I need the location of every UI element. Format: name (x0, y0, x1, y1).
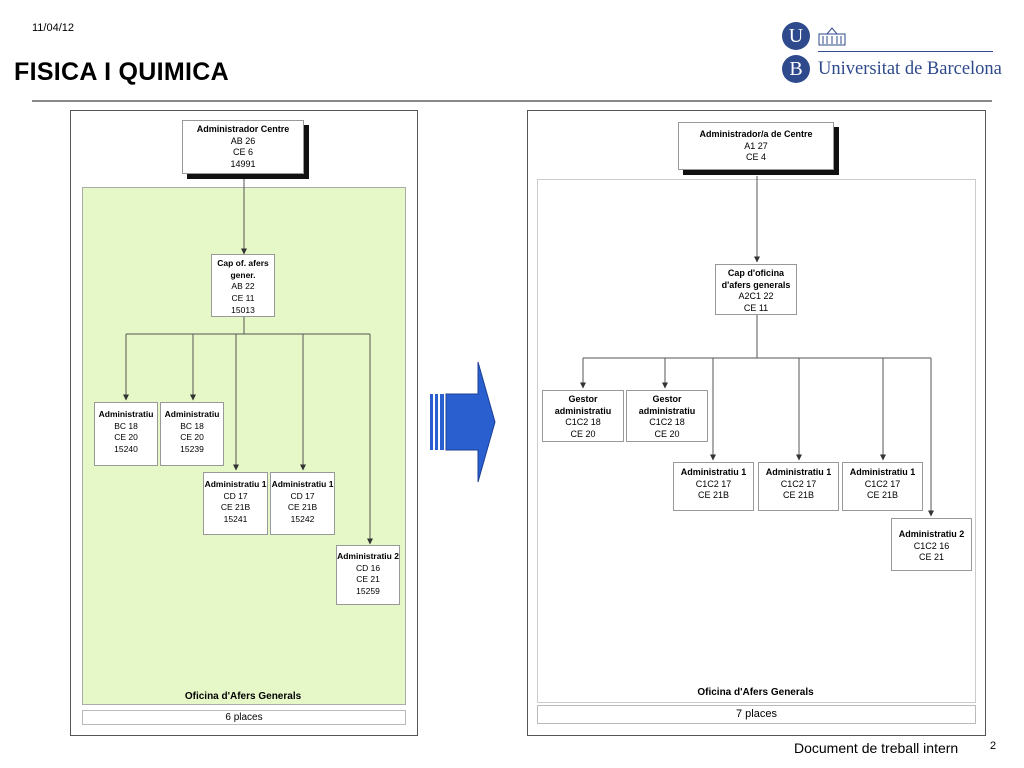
university-logo: U B Universitat de Barcelona (780, 20, 1002, 84)
logo-divider (818, 51, 993, 52)
left-chief-node: Cap of. afers gener. AB 22 CE 11 15013 (211, 254, 275, 317)
node-title: Cap of. afers (217, 258, 269, 268)
node-line: 15013 (231, 304, 255, 315)
date: 11/04/12 (32, 22, 75, 34)
node-title: Administratiu 2 (898, 529, 965, 539)
node-line: C1C2 17 (695, 478, 732, 489)
node-title: Gestor (652, 394, 682, 404)
node-line: BC 18 (180, 420, 204, 431)
logo-wordmark: Universitat de Barcelona (818, 59, 1002, 79)
right-staff-node: Gestor administratiu C1C2 18 CE 20 (542, 390, 624, 442)
node-line: 15239 (180, 444, 204, 455)
node-line: CE 4 (745, 152, 766, 162)
node-line: CE 21B (782, 490, 815, 500)
node-line: BC 18 (114, 420, 138, 431)
node-line: C1C2 16 (913, 540, 950, 551)
node-line: 15240 (114, 444, 138, 455)
node-line: C1C2 18 (565, 417, 601, 427)
node-title: Administratiu 2 (337, 551, 399, 561)
node-title: Administratiu 1 (271, 479, 334, 489)
node-title: d'afers generals (721, 279, 791, 290)
node-line: 14991 (230, 158, 256, 169)
left-staff-node: Administratiu 1 CD 17 CE 21B 15241 (203, 472, 268, 535)
node-line: CE 11 (231, 293, 255, 304)
right-places-box: 7 places (537, 705, 976, 724)
node-line: CE 21 (356, 574, 380, 585)
left-top-node: Administrador Centre AB 26 CE 6 14991 (182, 120, 304, 174)
node-line: CD 17 (223, 490, 248, 501)
page-title: FISICA I QUIMICA (14, 58, 229, 86)
node-title: Administrador Centre (196, 124, 290, 134)
node-line: 15242 (290, 514, 315, 525)
node-line: A1 27 (744, 140, 768, 151)
right-staff-node: Administratiu 2 C1C2 16 CE 21 (891, 518, 972, 571)
node-title: Administrador/a de Centre (699, 129, 813, 139)
node-title: Administratiu 1 (849, 467, 916, 477)
node-line: AB 22 (231, 281, 255, 292)
left-staff-node: Administratiu BC 18 CE 20 15240 (94, 402, 158, 466)
logo-u-emblem: U (782, 22, 810, 50)
node-line: AB 26 (230, 135, 256, 146)
right-chief-node: Cap d'oficina d'afers generals A2C1 22 C… (715, 264, 797, 315)
node-line: CE 21B (866, 490, 899, 500)
right-staff-node: Administratiu 1 C1C2 17 CE 21B (842, 462, 923, 511)
right-arrow-icon (430, 361, 496, 483)
node-title: Gestor (568, 394, 598, 404)
node-line: CD 16 (355, 562, 381, 573)
node-title: Administratiu 1 (204, 479, 267, 489)
logo-b-emblem: B (782, 55, 810, 83)
node-line: CE 21 (918, 552, 944, 562)
node-line: CE 11 (743, 302, 769, 313)
right-top-node: Administrador/a de Centre A1 27 CE 4 (678, 122, 834, 170)
node-line: CE 20 (114, 432, 138, 443)
left-staff-node: Administratiu BC 18 CE 20 15239 (160, 402, 224, 466)
left-staff-node: Administratiu 2 CD 16 CE 21 15259 (336, 545, 400, 605)
left-places-box: 6 places (82, 710, 406, 725)
node-title: Cap d'oficina (727, 268, 785, 278)
node-line: CE 21B (287, 502, 318, 513)
right-staff-node: Administratiu 1 C1C2 17 CE 21B (673, 462, 754, 511)
left-office-caption: Oficina d'Afers Generals (184, 691, 302, 702)
node-line: C1C2 18 (649, 417, 685, 427)
footer-note: Document de treball intern (794, 740, 959, 756)
places-count: 6 places (225, 712, 263, 723)
right-staff-node: Administratiu 1 C1C2 17 CE 21B (758, 462, 839, 511)
node-title: gener. (230, 269, 256, 280)
node-title: Administratiu (164, 409, 220, 419)
node-line: CE 6 (232, 147, 253, 157)
left-staff-node: Administratiu 1 CD 17 CE 21B 15242 (270, 472, 335, 535)
node-line: C1C2 17 (864, 478, 901, 489)
node-title: Administratiu 1 (680, 467, 747, 477)
right-office-caption: Oficina d'Afers Generals (697, 687, 814, 698)
node-title: Administratiu 1 (765, 467, 832, 477)
node-title: administratiu (554, 405, 612, 416)
page-number: 2 (990, 740, 997, 752)
node-line: C1C2 17 (780, 478, 817, 489)
node-line: CE 21B (220, 502, 251, 513)
node-line: CE 20 (570, 428, 596, 439)
university-building-icon (818, 27, 846, 46)
places-count: 7 places (736, 708, 777, 720)
node-line: 15241 (223, 514, 248, 525)
node-line: CE 20 (180, 432, 204, 443)
right-staff-node: Gestor administratiu C1C2 18 CE 20 (626, 390, 708, 442)
node-line: 15259 (356, 586, 380, 597)
node-line: CE 20 (654, 428, 680, 439)
node-line: CD 17 (290, 490, 315, 501)
node-title: Administratiu (98, 409, 154, 419)
node-line: CE 21B (697, 490, 730, 500)
node-title: administratiu (638, 405, 696, 416)
node-line: A2C1 22 (738, 291, 774, 301)
header-divider (32, 100, 992, 102)
